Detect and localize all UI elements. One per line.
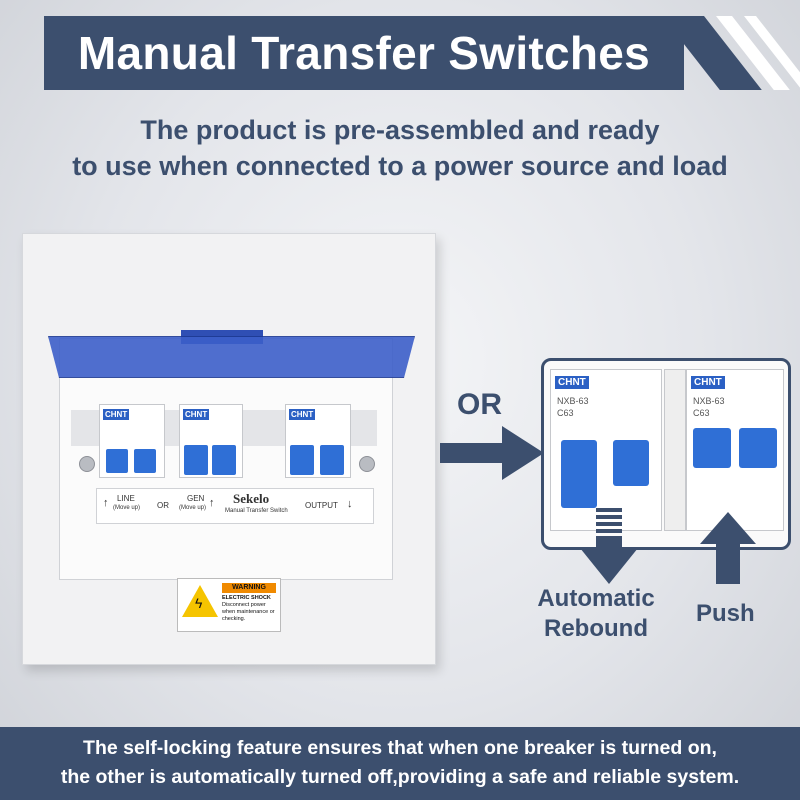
page-title: Manual Transfer Switches	[77, 27, 651, 79]
warning-text: Disconnect power when maintenance or che…	[222, 602, 275, 622]
automatic-rebound-label: Automatic Rebound	[530, 584, 662, 644]
subtitle: The product is pre-assembled and ready t…	[0, 112, 800, 184]
warning-heading: WARNING	[222, 583, 276, 593]
breaker-handle[interactable]	[561, 440, 597, 508]
label-or: OR	[157, 501, 169, 510]
breaker-handle[interactable]	[320, 445, 344, 475]
zoom-rating-left: C63	[557, 408, 574, 418]
zoom-rating-right: C63	[693, 408, 710, 418]
arrow-down-icon: ↓	[347, 498, 353, 510]
zoom-detail-box: CHNT NXB-63 C63 CHNT NXB-63 C63	[541, 358, 791, 550]
banner-background	[44, 16, 684, 90]
breaker-gen[interactable]: CHNT	[179, 404, 243, 478]
brand-subtitle: Manual Transfer Switch	[225, 508, 288, 514]
transfer-switch-panel: CHNT CHNT CHNT ↑ LINE (Move up) OR GEN (…	[22, 233, 436, 665]
breaker-brand: CHNT	[289, 409, 316, 420]
push-label: Push	[696, 600, 755, 627]
breaker-handle[interactable]	[212, 445, 236, 475]
transparent-cover	[48, 336, 415, 378]
breaker-handle[interactable]	[693, 428, 731, 468]
zoom-brand-right: CHNT	[691, 376, 725, 389]
rebound-line-2: Rebound	[544, 615, 648, 642]
zoom-model-left: NXB-63	[557, 396, 589, 406]
breaker-handle[interactable]	[106, 449, 128, 473]
footer-line-2: the other is automatically turned off,pr…	[60, 766, 740, 788]
warning-title: ELECTRIC SHOCK	[222, 595, 271, 601]
breaker-brand: CHNT	[183, 409, 210, 420]
breaker-brand: CHNT	[103, 409, 130, 420]
lightning-bolt-icon: ϟ	[195, 595, 203, 611]
header-banner: Manual Transfer Switches	[44, 16, 800, 90]
breaker-handle[interactable]	[739, 428, 777, 468]
label-line-sub: (Move up)	[113, 505, 141, 511]
label-gen: GEN	[187, 494, 205, 503]
zoom-breaker-right[interactable]: CHNT NXB-63 C63	[686, 369, 784, 531]
zoom-model-right: NXB-63	[693, 396, 725, 406]
arrow-down-icon	[580, 508, 638, 584]
arrow-up-icon: ↑	[209, 497, 215, 509]
or-label: OR	[457, 388, 502, 421]
warning-body: ELECTRIC SHOCK Disconnect power when mai…	[222, 595, 278, 623]
warning-label: ϟ WARNING ELECTRIC SHOCK Disconnect powe…	[177, 578, 281, 632]
breaker-output[interactable]: CHNT	[285, 404, 351, 478]
interlock	[664, 369, 686, 531]
arrow-up-icon: ↑	[103, 497, 109, 509]
breaker-handle[interactable]	[613, 440, 649, 486]
label-line: LINE	[117, 494, 135, 503]
label-output: OUTPUT	[305, 501, 338, 510]
subtitle-line-1: The product is pre-assembled and ready	[140, 115, 660, 145]
footer-banner: The self-locking feature ensures that wh…	[0, 727, 800, 800]
label-strip: ↑ LINE (Move up) OR GEN (Move up) ↑ Seke…	[96, 488, 374, 524]
rebound-line-1: Automatic	[537, 585, 655, 612]
zoom-breaker-left[interactable]: CHNT NXB-63 C63	[550, 369, 662, 531]
breaker-handle[interactable]	[134, 449, 156, 473]
breaker-handle[interactable]	[184, 445, 208, 475]
zoom-brand-left: CHNT	[555, 376, 589, 389]
breaker-line[interactable]: CHNT	[99, 404, 165, 478]
label-gen-sub: (Move up)	[179, 505, 207, 511]
footer-line-1: The self-locking feature ensures that wh…	[83, 737, 717, 759]
arrow-up-icon	[700, 512, 756, 584]
warning-triangle-icon	[182, 585, 218, 617]
subtitle-line-2: to use when connected to a power source …	[72, 151, 728, 181]
brand-logo: Sekelo	[233, 491, 270, 506]
screw-icon	[359, 456, 375, 472]
arrow-right-icon	[440, 426, 544, 480]
screw-icon	[79, 456, 95, 472]
breaker-handle[interactable]	[290, 445, 314, 475]
